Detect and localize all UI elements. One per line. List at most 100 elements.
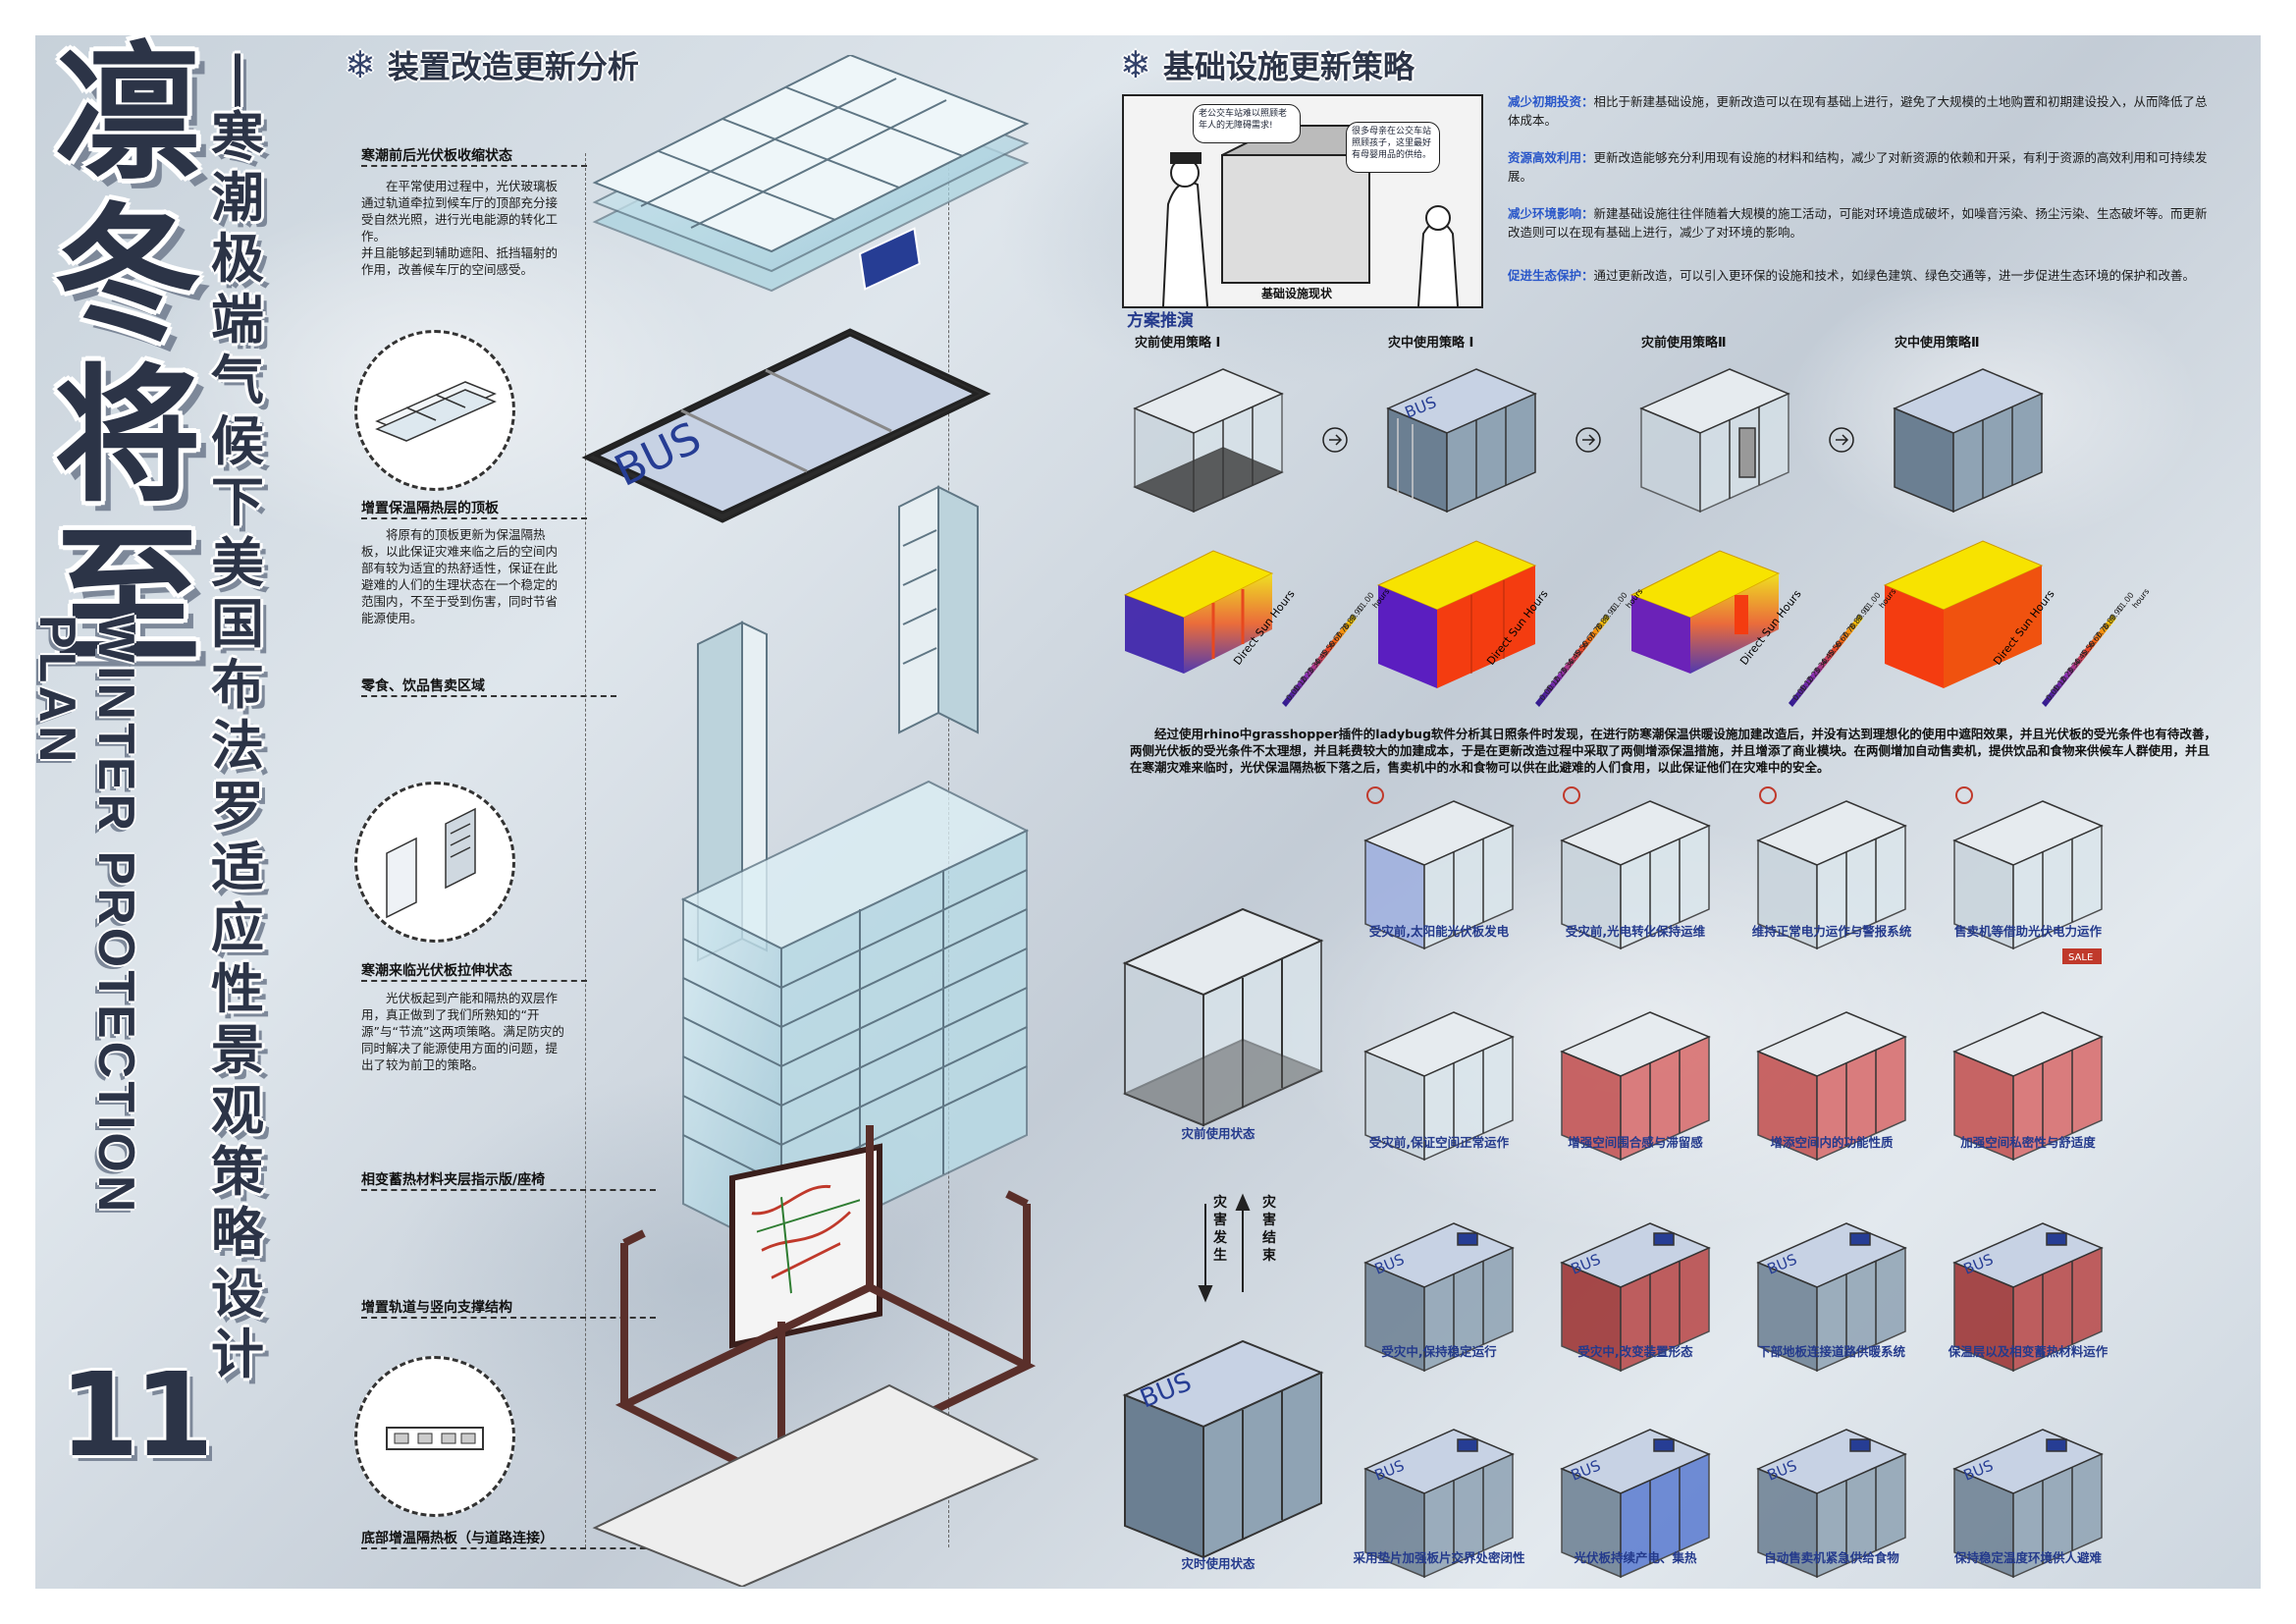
label-pv-stretch: 寒潮来临光伏板拉伸状态 [361,963,512,979]
kiosk-cell-3-4: BUS [1952,1222,2104,1373]
kiosk-strategy-4 [1893,368,2044,514]
strategy-label-4: 灾中使用策略Ⅱ [1895,336,1980,351]
kiosk-cell-1-2 [1560,786,1711,950]
para-text: 相比于新建基础设施，更新改造可以在现有基础上进行，避免了大规模的土地购置和初期建… [1508,94,2208,128]
subtitle-char: 性 [211,958,264,1020]
kiosk-cell-1-4: SALE [1952,786,2104,964]
subtitle-char: 罗 [211,776,264,838]
kiosk-during: BUS [1122,1339,1324,1559]
kiosk-cell-4-3: BUS [1756,1429,1907,1579]
speech-bubble-1: 老公交车站难以照顾老年人的无障碍需求! [1193,104,1301,143]
text-pv-shrink: 在平常使用过程中，光伏玻璃板通过轨道牵拉到候车厅的顶部充分接受自然光照，进行光电… [361,179,559,277]
label-sign: 相变蓄热材料夹层指示版/座椅 [361,1172,546,1188]
kiosk-cell-3-3: BUS [1756,1222,1907,1373]
kiosk-cell-3-1: BUS [1363,1222,1515,1373]
leader-line [361,1189,656,1191]
detail-circle-base [354,1356,515,1517]
leader-line [361,1317,656,1319]
detail-circle-panel [354,782,515,943]
kiosk-caption: 加强空间私密性与舒适度 [1960,1135,2096,1150]
scheme-title: 方案推演 [1127,311,1194,331]
strategy-label-2: 灾中使用策略 I [1388,336,1474,351]
title-char-3: 将 [53,352,201,522]
sun-analysis-3 [1629,550,1781,674]
subtitle-char: 设 [211,1263,264,1325]
kiosk-cell-2-2 [1560,1011,1711,1162]
guide-line [585,153,586,1547]
sun-analysis-4 [1883,540,2044,688]
subtitle-char: 计 [211,1324,264,1385]
para-text: 通过更新改造，可以引入更环保的设施和技术，如绿色建筑、绿色交通等，进一步促进生态… [1593,268,2196,283]
snowflake-icon: ❄ [345,43,376,86]
subtitle-char: 潮 [211,167,264,229]
legend-bar [1282,615,1357,707]
kiosk-caption: 维持正常电力运作与警报系统 [1751,924,1912,939]
leader-line [361,695,616,697]
kiosk-cell-3-2: BUS [1560,1222,1711,1373]
para-investment: 减少初期投资：相比于新建基础设施，更新改造可以在现有基础上进行，避免了大规模的土… [1508,92,2215,130]
para-text: 新建基础设施往往伴随着大规模的施工活动，可能对环境造成破坏，如噪音污染、扬尘污染… [1508,206,2208,240]
kiosk-before [1122,907,1324,1127]
sun-icon [1955,786,1973,804]
bus-icon [858,227,921,291]
bus-icon [1457,1232,1478,1246]
subtitle-char: 美 [211,532,264,594]
subtitle-char: 端 [211,289,264,351]
kiosk-strategy-3 [1639,368,1790,514]
bus-icon [2046,1438,2067,1452]
sun-analysis-2 [1376,540,1537,688]
para-head: 减少初期投资： [1508,94,1594,109]
para-head: 资源高效利用： [1508,150,1594,165]
vending-shelf [898,485,979,734]
state-during-label: 灾时使用状态 [1181,1556,1255,1571]
kiosk-caption: 增添空间内的功能性质 [1770,1135,1894,1150]
kiosk-caption: 售卖机等借助光伏电力运作 [1953,924,2102,939]
subtitle-char: 法 [211,715,264,777]
pv-panels-shrunk [592,55,1030,293]
snowflake-icon: ❄ [1120,43,1151,86]
kiosk-strategy-1 [1133,368,1284,514]
section-title-right-text: 基础设施更新策略 [1162,48,1415,85]
kiosk-cell-1-1 [1363,786,1515,950]
kiosk-strategy-2: BUS [1386,368,1537,514]
subtitle-char: 适 [211,837,264,898]
kiosk-cell-4-1: BUS [1363,1429,1515,1579]
subtitle-char: | [228,45,247,107]
bus-icon [1457,1438,1478,1452]
comic-panel: 老公交车站难以照顾老年人的无障碍需求! 很多母亲在公交车站照顾孩子，这里最好有母… [1122,94,1483,308]
leader-line [361,165,587,167]
kiosk-caption: 受灾前,保证空间正常运作 [1368,1135,1510,1150]
para-ecology: 促进生态保护：通过更新改造，可以引入更环保的设施和技术，如绿色建筑、绿色交通等，… [1508,266,2215,285]
kiosk-caption: 光伏板持续产电、集热 [1574,1550,1697,1565]
section-title-left: ❄ 装置改造更新分析 [345,43,639,86]
title-char-2: 冬 [53,190,201,361]
para-text: 更新改造能够充分利用现有设施的材料和结构，减少了对新资源的依赖和开采，有利于资源… [1508,150,2208,184]
bus-icon [1653,1232,1675,1246]
speech-bubble-2: 很多母亲在公交车站照顾孩子，这里最好有母婴用品的供给。 [1346,122,1440,173]
bus-roof-panel: BUS [581,227,991,523]
arrow-label-up: 灾害结束 [1262,1195,1276,1264]
subtitle-char: 候 [211,410,264,472]
text-roof: 将原有的顶板更新为保温隔热板，以此保证灾难来临之后的空间内部有较为适宜的热舒适性… [361,527,559,625]
comic-caption: 基础设施现状 [1261,287,1333,300]
base-plate [592,1383,1040,1587]
kiosk-caption: 受灾中,改变装置形态 [1577,1344,1693,1359]
title-char-1: 凛 [53,35,201,200]
map-signboard [729,1143,882,1349]
kiosk-cell-2-4 [1952,1011,2104,1162]
bus-icon [1849,1232,1871,1246]
kiosk-caption: 保持稳定温度环境供人避难 [1953,1550,2102,1565]
kiosk-caption: 受灾前,光电转化保持运维 [1565,924,1706,939]
kiosk-caption: 增强空间围合感与滞留感 [1568,1135,1703,1150]
english-title: WINTER PROTECTION PLAN [35,615,144,1216]
legend-bar [2042,615,2116,707]
section-title-left-text: 装置改造更新分析 [387,48,639,85]
label-pv-shrink: 寒潮前后光伏板收缩状态 [361,148,512,164]
text-pv-stretch: 光伏板起到产能和隔热的双层作用，真正做到了我们所熟知的“开源”与“节流”这两项策… [361,991,564,1072]
bus-icon [1653,1438,1675,1452]
kiosk-caption: 下部地板连接道路供暖系统 [1757,1344,1905,1359]
rail-frame [614,1125,1037,1489]
sun-icon [1563,786,1580,804]
label-roof: 增置保温隔热层的顶板 [361,501,499,516]
